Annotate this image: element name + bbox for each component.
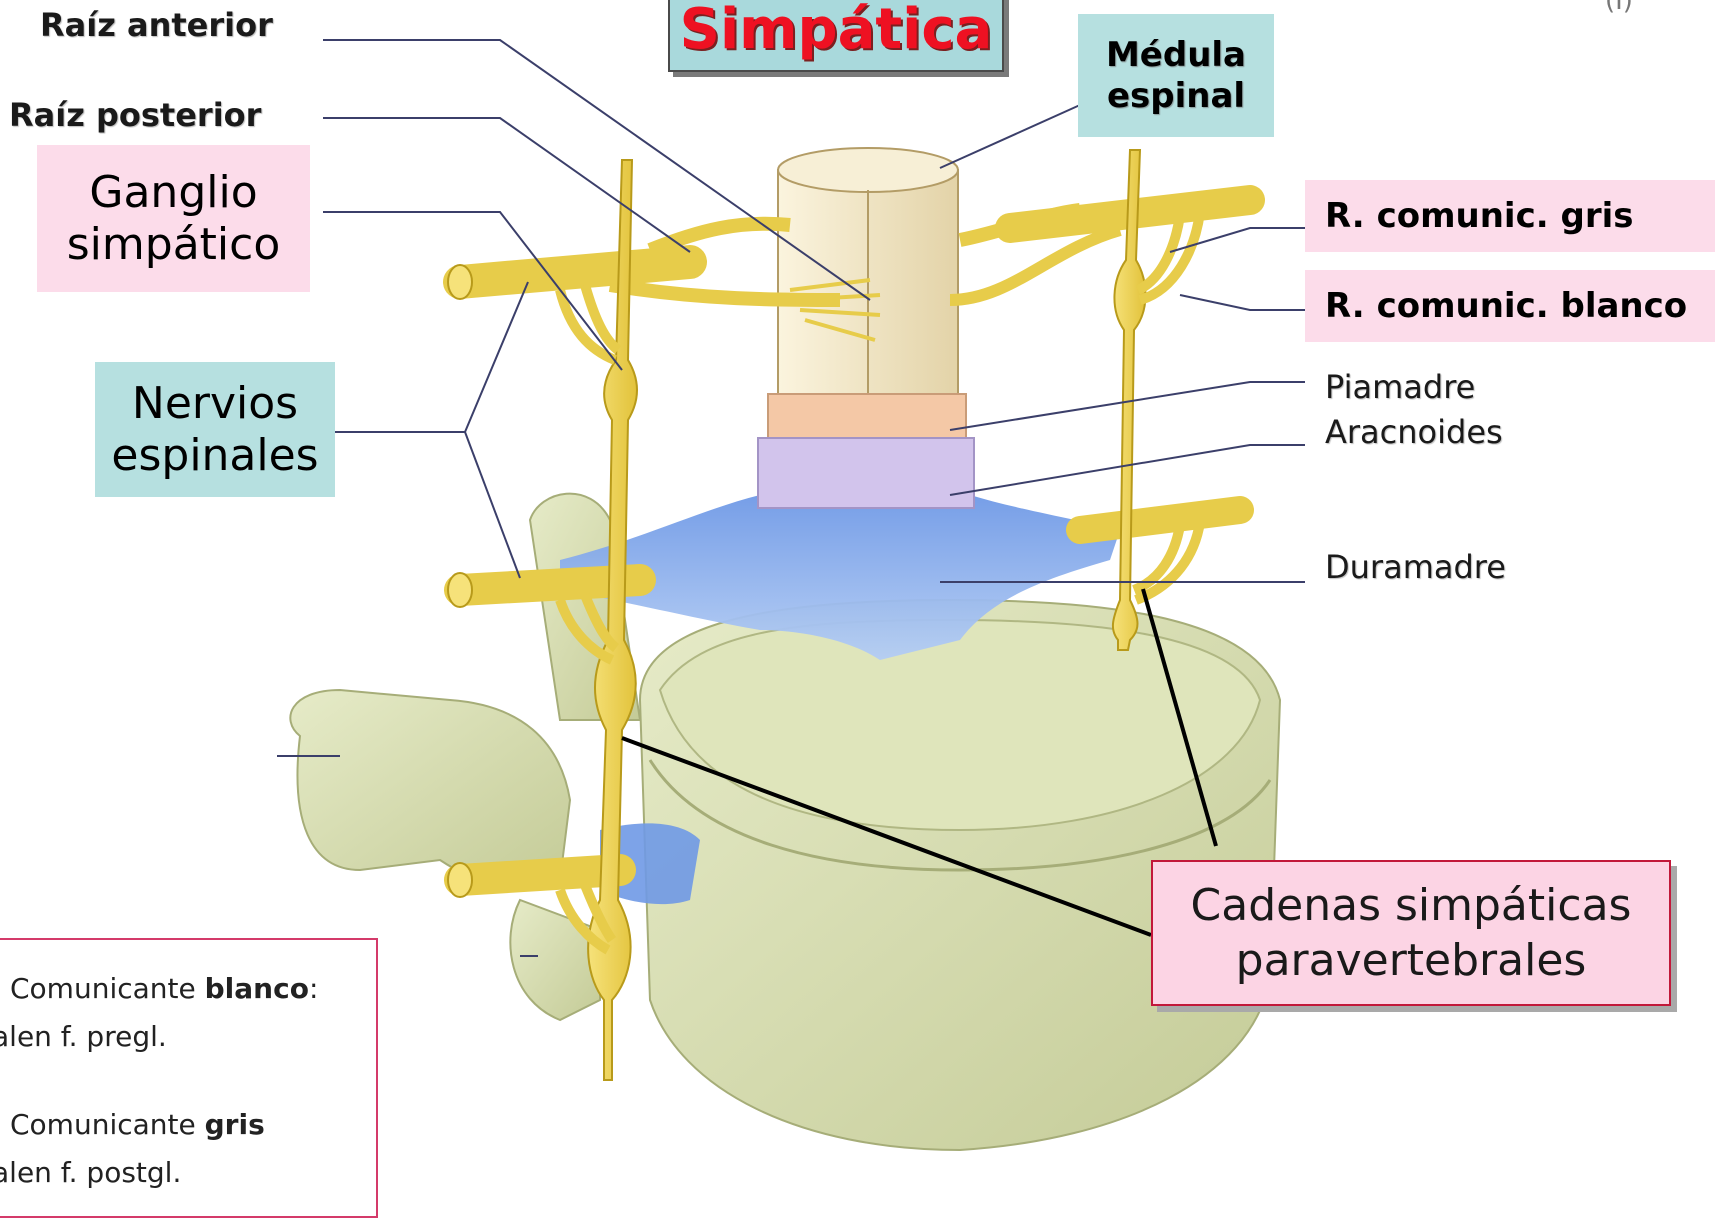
posterior-root-left [650, 224, 790, 250]
ganglio-line-1: Ganglio [89, 167, 257, 219]
leader-raiz-posterior [323, 118, 690, 252]
note-line-4: alen f. postgl. [0, 1156, 181, 1189]
title-box: Simpática [668, 0, 1004, 72]
label-piamadre: Piamadre [1325, 368, 1475, 406]
leader-medula [940, 105, 1080, 168]
label-cadenas-simpaticas: Cadenas simpáticas paravertebrales [1151, 860, 1671, 1006]
note-line-1-text: Comunicante [10, 972, 205, 1005]
nerve-end [448, 863, 472, 897]
spinal-cord-top [778, 148, 958, 192]
note-box: Comunicante blanco: alen f. pregl. Comun… [0, 938, 378, 1218]
note-line-1-colon: : [309, 972, 318, 1005]
note-line-3-text: Comunicante [10, 1108, 205, 1141]
spinal-nerve-mid-right [1080, 510, 1240, 530]
aracnoides-band [758, 438, 974, 508]
label-raiz-posterior: Raíz posterior [9, 96, 261, 134]
note-line-3-bold: gris [205, 1108, 265, 1141]
note-line-2: alen f. pregl. [0, 1020, 167, 1053]
corner-mark: (I) [1605, 0, 1633, 16]
cadenas-line-1: Cadenas simpáticas [1191, 878, 1632, 933]
rami-left-top [560, 285, 618, 360]
label-duramadre: Duramadre [1325, 548, 1506, 586]
piamadre-band [768, 394, 966, 438]
note-line-3: Comunicante gris [10, 1108, 265, 1141]
medula-line-2: espinal [1107, 76, 1245, 116]
label-raiz-anterior: Raíz anterior [40, 6, 273, 44]
nerve-end [448, 573, 472, 607]
nerve-end [448, 265, 472, 299]
leader-nervios-2 [465, 432, 520, 578]
note-line-1-bold: blanco [205, 972, 309, 1005]
leader-nervios-1 [335, 282, 528, 432]
label-ganglio-simpatico: Ganglio simpático [37, 145, 310, 292]
nervios-line-2: espinales [111, 430, 318, 482]
spinal-nerve-low-left [460, 870, 620, 880]
label-rc-gris: R. comunic. gris [1305, 180, 1715, 252]
spinal-nerve-top-left [460, 262, 690, 282]
note-line-1: Comunicante blanco: [10, 972, 318, 1005]
label-rc-blanco: R. comunic. blanco [1305, 270, 1715, 342]
cadenas-line-2: paravertebrales [1236, 933, 1587, 988]
label-aracnoides: Aracnoides [1325, 413, 1503, 451]
nervios-line-1: Nervios [132, 378, 298, 430]
label-medula-espinal: Médula espinal [1078, 14, 1274, 137]
transverse-process [290, 690, 570, 888]
label-nervios-espinales: Nervios espinales [95, 362, 335, 497]
page-title: Simpática [680, 0, 993, 62]
leader-rc-blanco [1180, 295, 1305, 310]
ganglio-line-2: simpático [67, 219, 281, 271]
medula-line-1: Médula [1106, 35, 1246, 75]
lower-process [510, 900, 600, 1020]
